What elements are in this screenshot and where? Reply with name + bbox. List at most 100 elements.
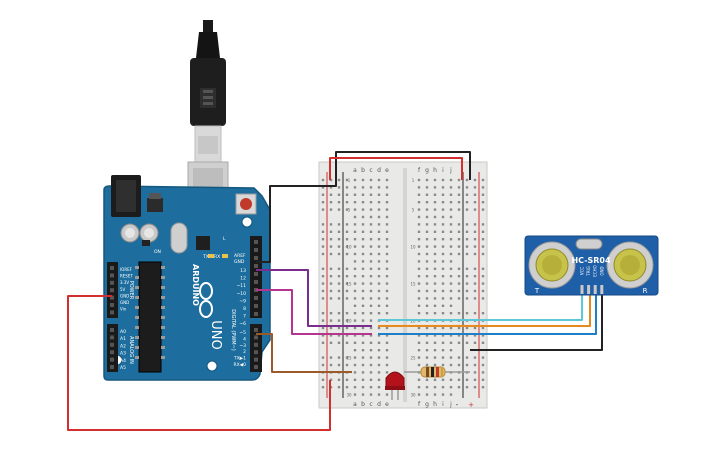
breadboard-column-label: a [353, 167, 357, 174]
breadboard-row-label: 20 [346, 318, 352, 323]
tx-led-label: TX [202, 254, 209, 260]
breadboard-column-label: e [385, 167, 389, 174]
sensor-pin [587, 285, 591, 294]
breadboard-row-label: 1 [348, 178, 351, 183]
power-pin-label: 5V [120, 287, 126, 292]
wires [67, 151, 603, 431]
wire-sensor-cyan [378, 292, 583, 321]
sensor-pin [593, 285, 597, 294]
power-pin-label: GND [120, 293, 129, 298]
breadboard-row-label: 10 [346, 244, 352, 249]
breadboard-column-label: c [369, 167, 372, 174]
wire-sensor-blue [378, 292, 597, 335]
digital-pin-label: 8 [243, 306, 246, 312]
breadboard-column-label: g [425, 401, 429, 408]
sensor-model-label: HC-SR04 [571, 256, 611, 265]
breadboard-column-label: h [433, 167, 437, 174]
rail-minus-label: - [456, 401, 459, 409]
breadboard-column-label: g [425, 167, 429, 174]
analog-pin-label: A3 [120, 351, 126, 357]
breadboard-column-label: e [385, 401, 389, 408]
sensor-pin-label: TRIG [586, 266, 591, 277]
breadboard-column-label: f [418, 167, 421, 174]
breadboard-column-label: h [433, 401, 437, 408]
breadboard-row-label: 5 [412, 207, 415, 212]
digital-pin-label: 2 [243, 349, 246, 355]
breadboard-row-label: 30 [410, 392, 416, 397]
rx-led-label: RX [214, 254, 220, 260]
usb-cable [187, 20, 229, 213]
gnd-top-label: GND [234, 259, 245, 265]
sensor-pin [600, 285, 604, 294]
sensor-pin-label: GND [599, 266, 604, 275]
breadboard-column-label: i [442, 401, 444, 408]
sensor-pin-label: ECHO [593, 265, 598, 276]
analog-pin-label: A0 [120, 329, 126, 335]
breadboard-column-label: i [442, 167, 444, 174]
analog-header-caption: ANALOG IN [128, 336, 134, 364]
breadboard-row-label: 10 [410, 244, 416, 249]
arduino-model-label: UNO [208, 320, 223, 349]
digital-pin-label: ~3 [239, 343, 246, 349]
breadboard-row-label: 15 [346, 281, 352, 286]
breadboard-column-label: a [353, 401, 357, 408]
wire-trig [256, 269, 372, 327]
breadboard-column-label: c [369, 401, 372, 408]
power-pin-label: RESET [120, 274, 133, 279]
digital-pin-label: ~10 [237, 291, 247, 297]
breadboard-column-label: j [449, 401, 452, 408]
sensor-pin [580, 285, 584, 294]
digital-pin-label: 13 [240, 268, 246, 274]
breadboard-row-label: 1 [412, 178, 415, 183]
power-pin-label: 3.3V [120, 280, 129, 285]
power-header-caption: POWER [128, 281, 134, 300]
digital-pin-label: 12 [240, 276, 246, 282]
digital-pin-label: 4 [243, 336, 246, 342]
rail-plus-label: + [468, 401, 474, 409]
breadboard-column-label: f [418, 401, 421, 408]
sensor-pin-label: VCC [580, 267, 585, 276]
digital-pin-label: ~9 [239, 298, 246, 304]
breadboard-column-label: j [449, 167, 452, 174]
digital-pin-label: ~5 [239, 330, 246, 336]
breadboard-row-label: 25 [346, 355, 352, 360]
wire-5v [67, 295, 331, 431]
arduino-uno-board: ARDUINO UNO DIGITAL (PWM~) POWER ANALOG … [103, 175, 271, 381]
power-pin-label: Vin [120, 307, 127, 312]
breadboard-column-label: b [361, 401, 365, 408]
digital-pin-label: ~11 [237, 283, 247, 289]
red-led [385, 371, 405, 400]
breadboard-row-label: 30 [346, 392, 352, 397]
power-pin-label: GND [120, 300, 129, 305]
digital-pin-label: RX◀0 [233, 362, 246, 368]
wire-rail-red [329, 157, 463, 180]
breadboard-row-label: 5 [348, 207, 351, 212]
analog-pin-label: A4 [120, 358, 126, 364]
digital-pin-label: TX▶1 [233, 356, 246, 362]
power-pin-label: IOREF [120, 267, 133, 272]
wire-sensor-black [470, 292, 603, 351]
digital-pin-label: 7 [243, 314, 246, 320]
breadboard-column-label: d [377, 401, 381, 408]
wire-led [256, 333, 352, 373]
wire-echo [256, 289, 372, 335]
arduino-logo-text: ARDUINO [191, 264, 200, 306]
arduino-logo-icon [199, 282, 213, 318]
analog-pin-label: A5 [120, 365, 126, 371]
breadboard-row-label: 25 [410, 355, 416, 360]
on-led-label: ON [154, 249, 161, 255]
resistor [420, 366, 446, 378]
breadboard-column-label: d [377, 167, 381, 174]
breadboard-row-label: 15 [410, 281, 416, 286]
sensor-t-label: T [534, 287, 540, 295]
sensor-r-label: R [643, 287, 648, 295]
digital-pin-label: ~6 [239, 321, 246, 327]
wire-gnd [256, 151, 471, 263]
analog-pin-label: A2 [120, 343, 126, 349]
aref-label: AREF [234, 253, 246, 259]
breadboard-column-label: b [361, 167, 365, 174]
l-led-label: L [223, 236, 226, 242]
